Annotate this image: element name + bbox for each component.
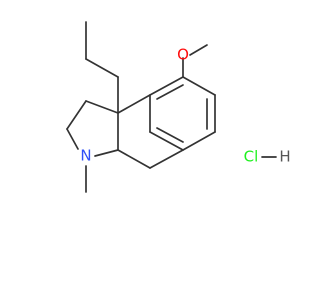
bond-propyl-2: [85, 58, 119, 78]
nitrogen-atom-label: N: [80, 147, 91, 165]
bond-aromatic-4: [182, 131, 216, 151]
bond-aromatic-2: [182, 76, 216, 96]
atom-label-group: O N Cl H: [80, 46, 290, 166]
bond-group: [66, 21, 277, 193]
bond-ring-c-4: [94, 149, 119, 157]
chemical-structure: O N Cl H: [66, 21, 291, 193]
double-bond-inner-3: [156, 127, 184, 143]
bond-ring-c-1: [85, 100, 119, 114]
bond-aromatic-5: [149, 131, 184, 151]
bond-ring-c-3: [66, 128, 79, 150]
bond-ring-b-1: [117, 94, 151, 114]
double-bond-inner-1: [156, 84, 184, 100]
bond-methoxy-oxygen-methyl: [189, 44, 208, 56]
bond-aromatic-1: [149, 76, 184, 96]
hydrogen-atom-label: H: [279, 148, 290, 166]
bond-ring-c-2: [66, 100, 87, 130]
chlorine-atom-label: Cl: [244, 148, 259, 166]
bond-ring-b-3: [117, 149, 151, 169]
oxygen-atom-label: O: [177, 46, 189, 64]
bond-ring-b-4: [149, 149, 184, 169]
